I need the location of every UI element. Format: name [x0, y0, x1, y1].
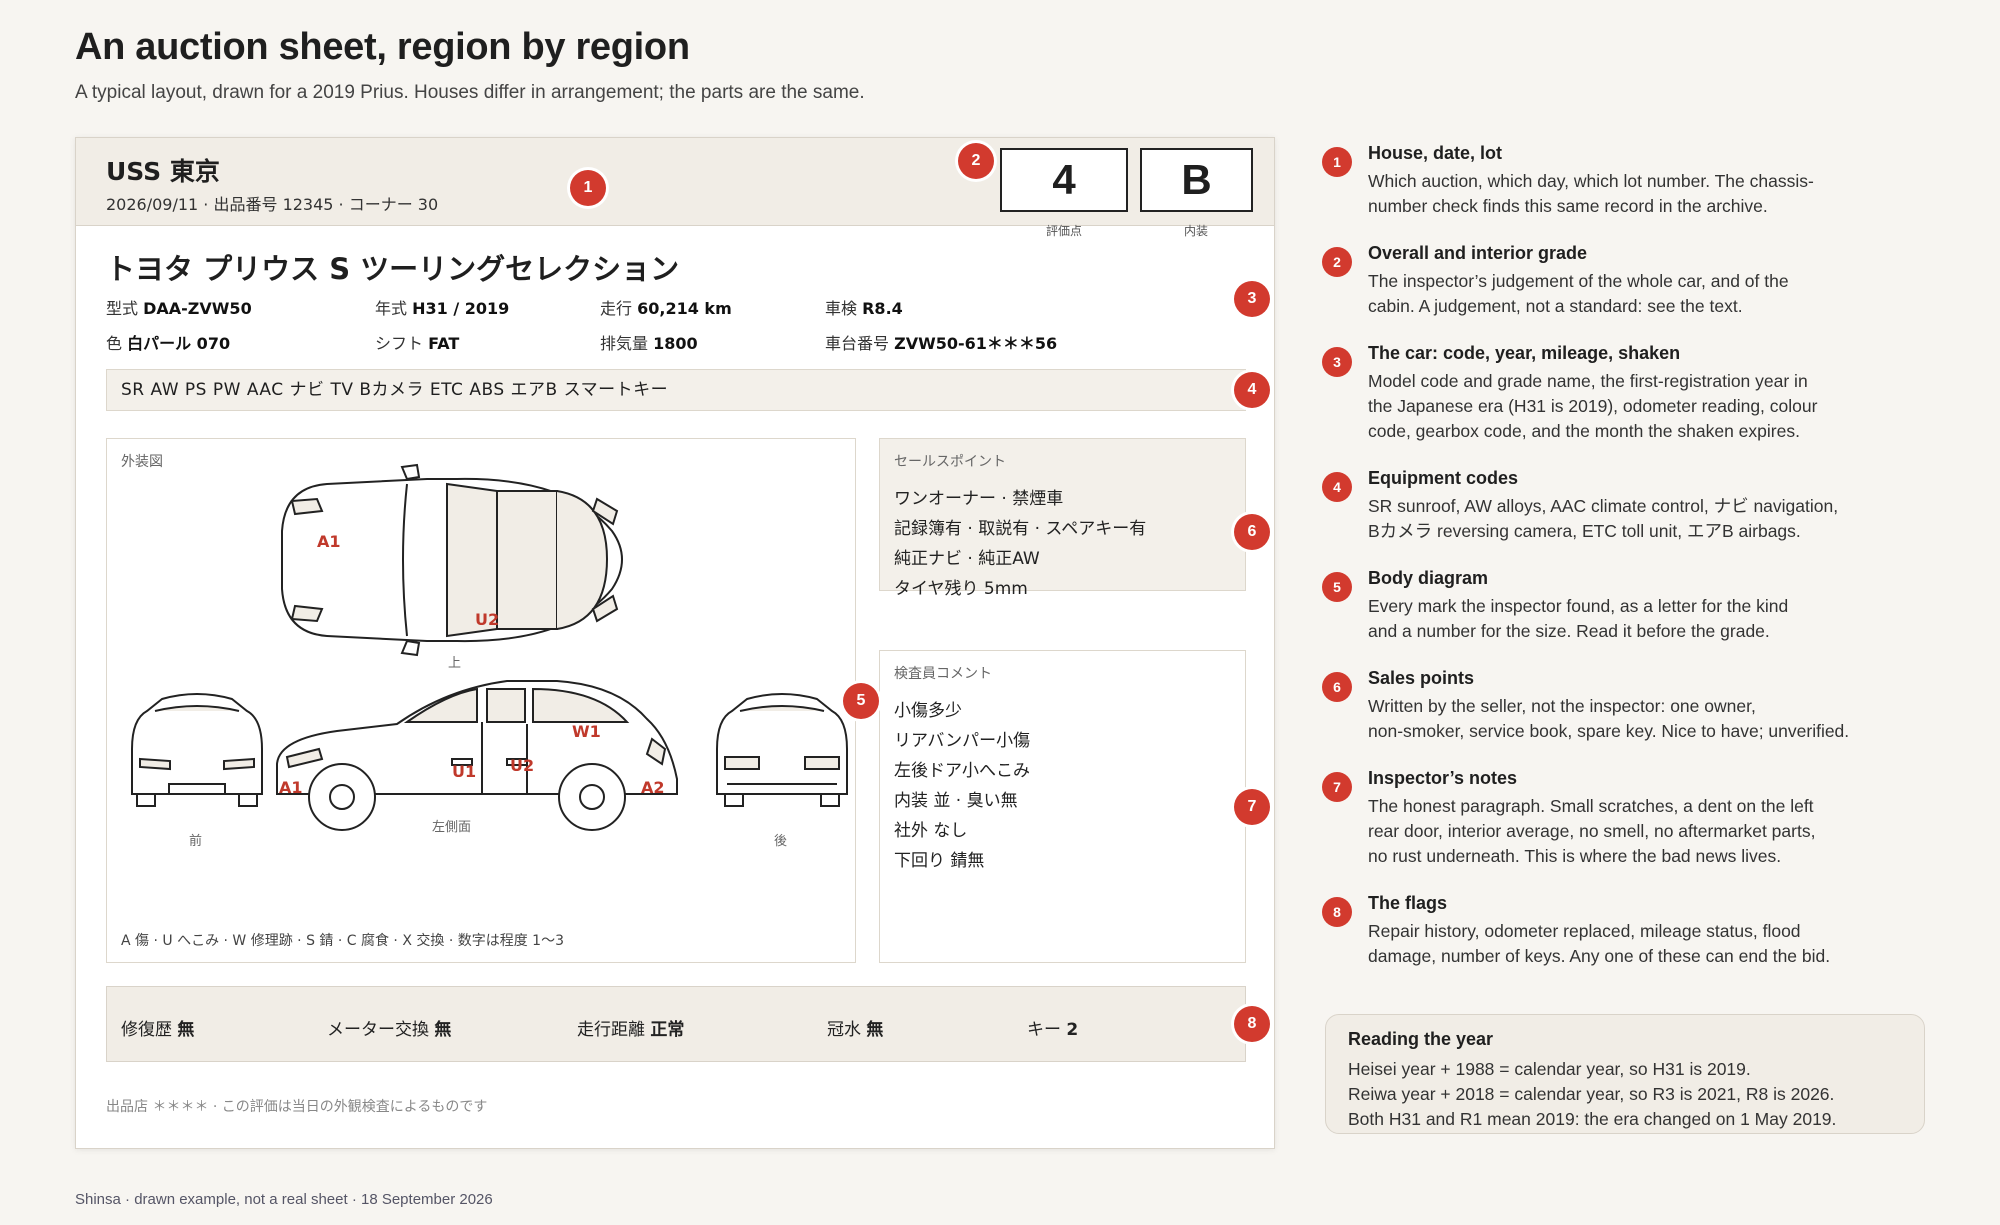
equipment-codes: SR AW PS PW AAC ナビ TV Bカメラ ETC ABS エアB ス…	[106, 369, 1246, 411]
region-badge-2: 2	[958, 143, 994, 179]
note-title: Body diagram	[1368, 568, 1489, 588]
flag-meter: メーター交換 無	[327, 1020, 452, 1040]
region-badge-7: 7	[1234, 789, 1270, 825]
year-box-line: Both H31 and R1 mean 2019: the era chang…	[1348, 1109, 1837, 1129]
damage-mark: A1	[279, 778, 303, 797]
region-badge-1: 1	[570, 170, 606, 206]
note-title: House, date, lot	[1368, 143, 1503, 163]
car-name: トヨタ プリウス S ツーリングセレクション	[106, 252, 680, 286]
year-box-line: Reiwa year + 2018 = calendar year, so R3…	[1348, 1084, 1835, 1104]
note-badge: 2	[1322, 247, 1352, 277]
note-badge: 8	[1322, 897, 1352, 927]
note-text: The inspector’s judgement of the whole c…	[1368, 271, 1789, 316]
view-label-front: 前	[189, 833, 202, 849]
region-badge-6: 6	[1234, 514, 1270, 550]
spec-colour: 色 白パール 070	[106, 334, 231, 353]
spec-chassis: 車台番号 ZVW50-61＊＊＊56	[825, 334, 1058, 353]
note-text: Model code and grade name, the first-reg…	[1368, 371, 1818, 441]
top-view-windshield	[402, 483, 408, 637]
damage-mark: W1	[572, 722, 601, 741]
spec-mileage: 走行 60,214 km	[600, 299, 732, 318]
damage-legend: A 傷 · U へこみ · W 修理跡 · S 錆 · C 腐食 · X 交換 …	[121, 933, 564, 949]
auction-house: USS 東京	[106, 157, 220, 186]
note-badge: 1	[1322, 147, 1352, 177]
body-diagram-panel: 外装図	[106, 438, 856, 963]
inspector-panel: 検査員コメント 小傷多少 リアバンパー小傷 左後ドア小へこみ 内装 並 · 臭い…	[879, 650, 1246, 963]
spec-displacement: 排気量 1800	[600, 334, 698, 353]
view-label-side: 左側面	[432, 820, 471, 835]
note-badge: 7	[1322, 772, 1352, 802]
note-badge: 5	[1322, 572, 1352, 602]
spec-year: 年式 H31 / 2019	[375, 299, 510, 318]
spec-shaken: 車検 R8.4	[825, 299, 903, 318]
view-label-rear: 後	[774, 834, 787, 849]
inspector-label: 検査員コメント	[894, 666, 992, 682]
flags-bar: 修復歴 無 メーター交換 無 走行距離 正常 冠水 無 キー 2	[106, 986, 1246, 1062]
reading-the-year-box: Reading the year Heisei year + 1988 = ca…	[1325, 1014, 1925, 1134]
overall-grade: 4	[1000, 148, 1128, 212]
interior-grade: B	[1140, 148, 1253, 212]
sheet-footer-note: 出品店 ＊＊＊＊ · この評価は当日の外観検査によるものです	[106, 1099, 488, 1115]
list-item: リアバンパー小傷	[894, 731, 1031, 751]
flag-flood: 冠水 無	[827, 1020, 884, 1040]
damage-mark: A1	[317, 532, 341, 551]
overall-grade-label: 評価点	[1045, 224, 1082, 238]
sales-points-label: セールスポイント	[894, 454, 1006, 470]
damage-mark: U1	[452, 762, 476, 781]
page-footer: Shinsa · drawn example, not a real sheet…	[75, 1191, 493, 1208]
year-box-line: Heisei year + 1988 = calendar year, so H…	[1348, 1059, 1751, 1079]
sales-points-panel: セールスポイント ワンオーナー · 禁煙車 記録簿有 · 取説有 · スペアキー…	[879, 438, 1246, 599]
note-text: SR sunroof, AW alloys, AAC climate contr…	[1368, 496, 1839, 541]
flag-mileage: 走行距離 正常	[577, 1020, 685, 1040]
list-item: 純正ナビ · 純正AW	[894, 549, 1040, 569]
damage-mark: U2	[510, 756, 534, 775]
car-diagram: A1 U2 A1 U1 U2 W1 A2 上 前 左側面 後	[131, 463, 848, 849]
note-title: The flags	[1368, 893, 1448, 913]
note-title: Sales points	[1368, 668, 1475, 688]
note-badge: 6	[1322, 672, 1352, 702]
list-item: 左後ドア小へこみ	[894, 761, 1030, 781]
note-title: The car: code, year, mileage, shaken	[1368, 343, 1681, 363]
note-text: Every mark the inspector found, as a let…	[1368, 596, 1789, 641]
view-label-top: 上	[448, 656, 461, 671]
region-badge-8: 8	[1234, 1006, 1270, 1042]
note-badge: 4	[1322, 472, 1352, 502]
damage-mark: U2	[475, 610, 499, 629]
flag-repair: 修復歴 無	[121, 1020, 195, 1040]
damage-mark: A2	[641, 778, 665, 797]
list-item: 下回り 錆無	[894, 851, 985, 871]
list-item: ワンオーナー · 禁煙車	[894, 489, 1064, 509]
note-text: Written by the seller, not the inspector…	[1368, 696, 1850, 741]
list-item: 小傷多少	[894, 701, 962, 721]
interior-grade-label: 内装	[1183, 224, 1208, 238]
note-badge: 3	[1322, 347, 1352, 377]
note-text: Repair history, odometer replaced, milea…	[1368, 921, 1831, 966]
note-title: Equipment codes	[1368, 468, 1519, 488]
page-title: An auction sheet, region by region	[75, 26, 690, 68]
note-text: Which auction, which day, which lot numb…	[1368, 171, 1814, 216]
note-title: Overall and interior grade	[1368, 243, 1588, 263]
list-item: 内装 並 · 臭い無	[894, 791, 1018, 811]
spec-model-code: 型式 DAA-ZVW50	[106, 299, 252, 318]
list-item: 社外 なし	[894, 821, 968, 841]
year-box-title: Reading the year	[1348, 1029, 1494, 1049]
list-item: タイヤ残り 5mm	[894, 579, 1028, 599]
note-text: The honest paragraph. Small scratches, a…	[1368, 796, 1816, 866]
flag-keys: キー 2	[1027, 1020, 1079, 1040]
spec-shift: シフト FAT	[375, 334, 460, 353]
page-subtitle: A typical layout, drawn for a 2019 Prius…	[75, 82, 865, 103]
body-diagram-label: 外装図	[121, 454, 163, 470]
region-badge-5: 5	[843, 683, 879, 719]
list-item: 記録簿有 · 取説有 · スペアキー有	[894, 519, 1147, 539]
top-view-cabin	[446, 482, 558, 638]
region-badge-3: 3	[1234, 281, 1270, 317]
sheet-header: USS 東京 2026/09/11 · 出品番号 12345 · コーナー 30…	[76, 138, 1274, 238]
auction-sheet: USS 東京 2026/09/11 · 出品番号 12345 · コーナー 30…	[75, 137, 1275, 1149]
auction-date-lot: 2026/09/11 · 出品番号 12345 · コーナー 30	[106, 195, 439, 214]
note-title: Inspector’s notes	[1368, 768, 1518, 788]
region-badge-4: 4	[1234, 372, 1270, 408]
